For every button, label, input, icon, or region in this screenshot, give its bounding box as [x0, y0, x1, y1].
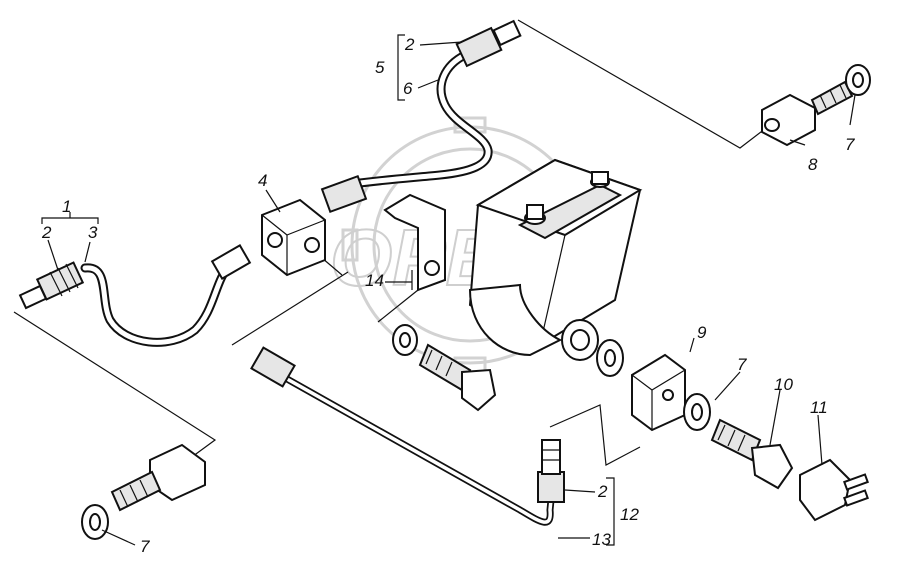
callout-7-bottom: 7	[140, 537, 150, 556]
callout-brackets	[41, 34, 856, 546]
master-cylinder	[468, 158, 643, 361]
callout-2-left: 2	[41, 223, 52, 242]
callout-10: 10	[774, 375, 793, 394]
callout-6: 6	[403, 79, 413, 98]
callout-11: 11	[810, 398, 828, 417]
callout-8: 8	[808, 155, 818, 174]
tee-block	[261, 198, 326, 277]
callout-7-top: 7	[845, 135, 855, 154]
callout-2-top: 2	[404, 35, 415, 54]
adapter-top-right	[761, 64, 871, 147]
callout-labels: 1 2 3 4 5 2 6 7 8 14 9 7 10 11 2 12 13 7	[41, 35, 855, 556]
callout-2-bottom: 2	[597, 482, 608, 501]
callout-3: 3	[88, 223, 98, 242]
callout-14: 14	[365, 271, 384, 290]
hose-assembly-left	[18, 243, 252, 347]
callout-1: 1	[62, 197, 71, 216]
callout-5: 5	[375, 58, 385, 77]
adapter-bottom-left	[81, 443, 206, 540]
hose-assembly-top	[320, 19, 522, 214]
bracket	[383, 193, 446, 292]
bolt-center	[392, 324, 497, 412]
callout-13: 13	[592, 530, 611, 549]
callout-12: 12	[620, 505, 639, 524]
callout-4: 4	[258, 171, 267, 190]
banjo-assembly-right	[596, 339, 869, 522]
brake-pipe	[250, 346, 565, 526]
callout-9: 9	[697, 323, 707, 342]
callout-7-right: 7	[737, 355, 747, 374]
